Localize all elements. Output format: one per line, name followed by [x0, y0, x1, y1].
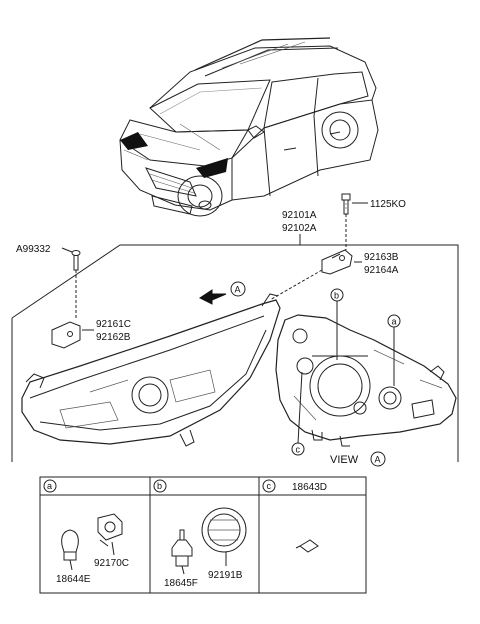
screw-icon — [71, 250, 81, 271]
callout-c-letter: c — [296, 445, 301, 455]
label-92170c: 92170C — [94, 558, 129, 569]
callout-b-letter: b — [334, 291, 339, 301]
bolt-icon — [341, 193, 351, 215]
car-headlamp-right-highlight — [196, 158, 228, 178]
callout-a-letter: a — [392, 317, 397, 327]
table-header-b-letter: b — [157, 481, 162, 491]
car-headlamp-left-highlight — [120, 132, 148, 150]
label-92102a: 92102A — [282, 223, 317, 234]
cap-b-icon — [201, 507, 247, 553]
view-letter: A — [375, 455, 381, 465]
view-a-label-circle — [370, 451, 386, 467]
headlamp-rear-view-illustration — [275, 314, 457, 447]
bracket-right-icon — [321, 249, 353, 275]
vehicle-illustration — [119, 37, 379, 217]
socket-a-icon — [97, 513, 123, 547]
label-92162b: 92162B — [96, 332, 131, 343]
label-1125ko: 1125KO — [370, 199, 406, 210]
view-label: VIEW — [330, 454, 359, 466]
table-header-c-part: 18643D — [292, 482, 327, 493]
table-header-c-letter: c — [267, 481, 272, 491]
label-18644e: 18644E — [56, 574, 91, 585]
view-a-circle — [230, 281, 246, 297]
arrow-letter: A — [235, 285, 241, 295]
label-18645f: 18645F — [164, 578, 198, 589]
bracket-left-icon — [51, 321, 81, 349]
label-92164a: 92164A — [364, 265, 399, 276]
headlamp-assembly-illustration — [21, 293, 281, 447]
bulb-c-icon — [295, 539, 319, 553]
label-92163b: 92163B — [364, 252, 399, 263]
label-92161c: 92161C — [96, 319, 131, 330]
view-arrow-icon — [199, 289, 227, 305]
label-a99332: A99332 — [16, 244, 51, 255]
label-92101a: 92101A — [282, 210, 317, 221]
table-header-a-letter: a — [47, 481, 52, 491]
bulb-b-icon — [171, 529, 193, 567]
assembly-boundary — [11, 244, 459, 462]
bulb-a-icon — [61, 529, 79, 561]
parts-table — [39, 476, 367, 594]
label-92191b: 92191B — [208, 570, 243, 581]
